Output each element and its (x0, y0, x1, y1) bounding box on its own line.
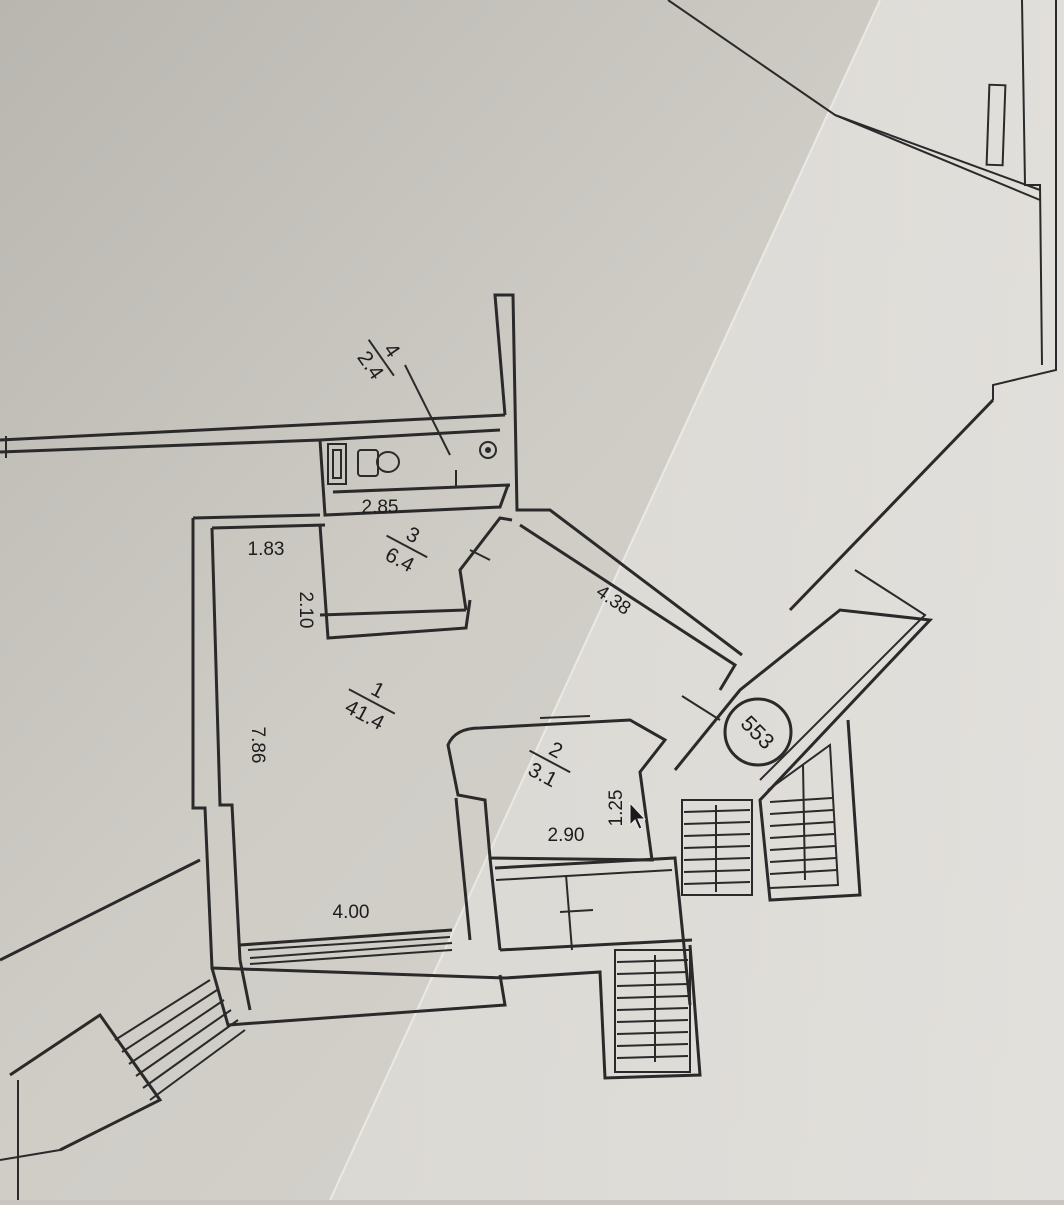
stairs-lower-left (0, 858, 246, 1200)
lobby-outline (494, 856, 702, 1080)
bathroom-fixtures (327, 441, 497, 486)
paper-crease (329, 0, 881, 1201)
adjacent-building-outline (667, 0, 1057, 612)
room-2-outline (446, 715, 668, 951)
paper-light-fold (330, 0, 1064, 1200)
dimension-label: 1.25 (606, 790, 627, 827)
dimension-label: 2.90 (548, 825, 585, 846)
apartment-outline (191, 293, 743, 1027)
stairs-lower (614, 949, 691, 1073)
dimension-label: 2.10 (295, 592, 316, 629)
dimension-label: 4.00 (333, 902, 370, 923)
corridor-walls (0, 413, 506, 458)
stairs-right (673, 569, 934, 902)
dimension-label: 1.83 (248, 539, 285, 560)
mouse-cursor-icon (629, 801, 647, 830)
dimension-label: 2.85 (362, 497, 399, 518)
dimension-label: 7.86 (247, 727, 268, 764)
room-4-leader (404, 364, 451, 456)
